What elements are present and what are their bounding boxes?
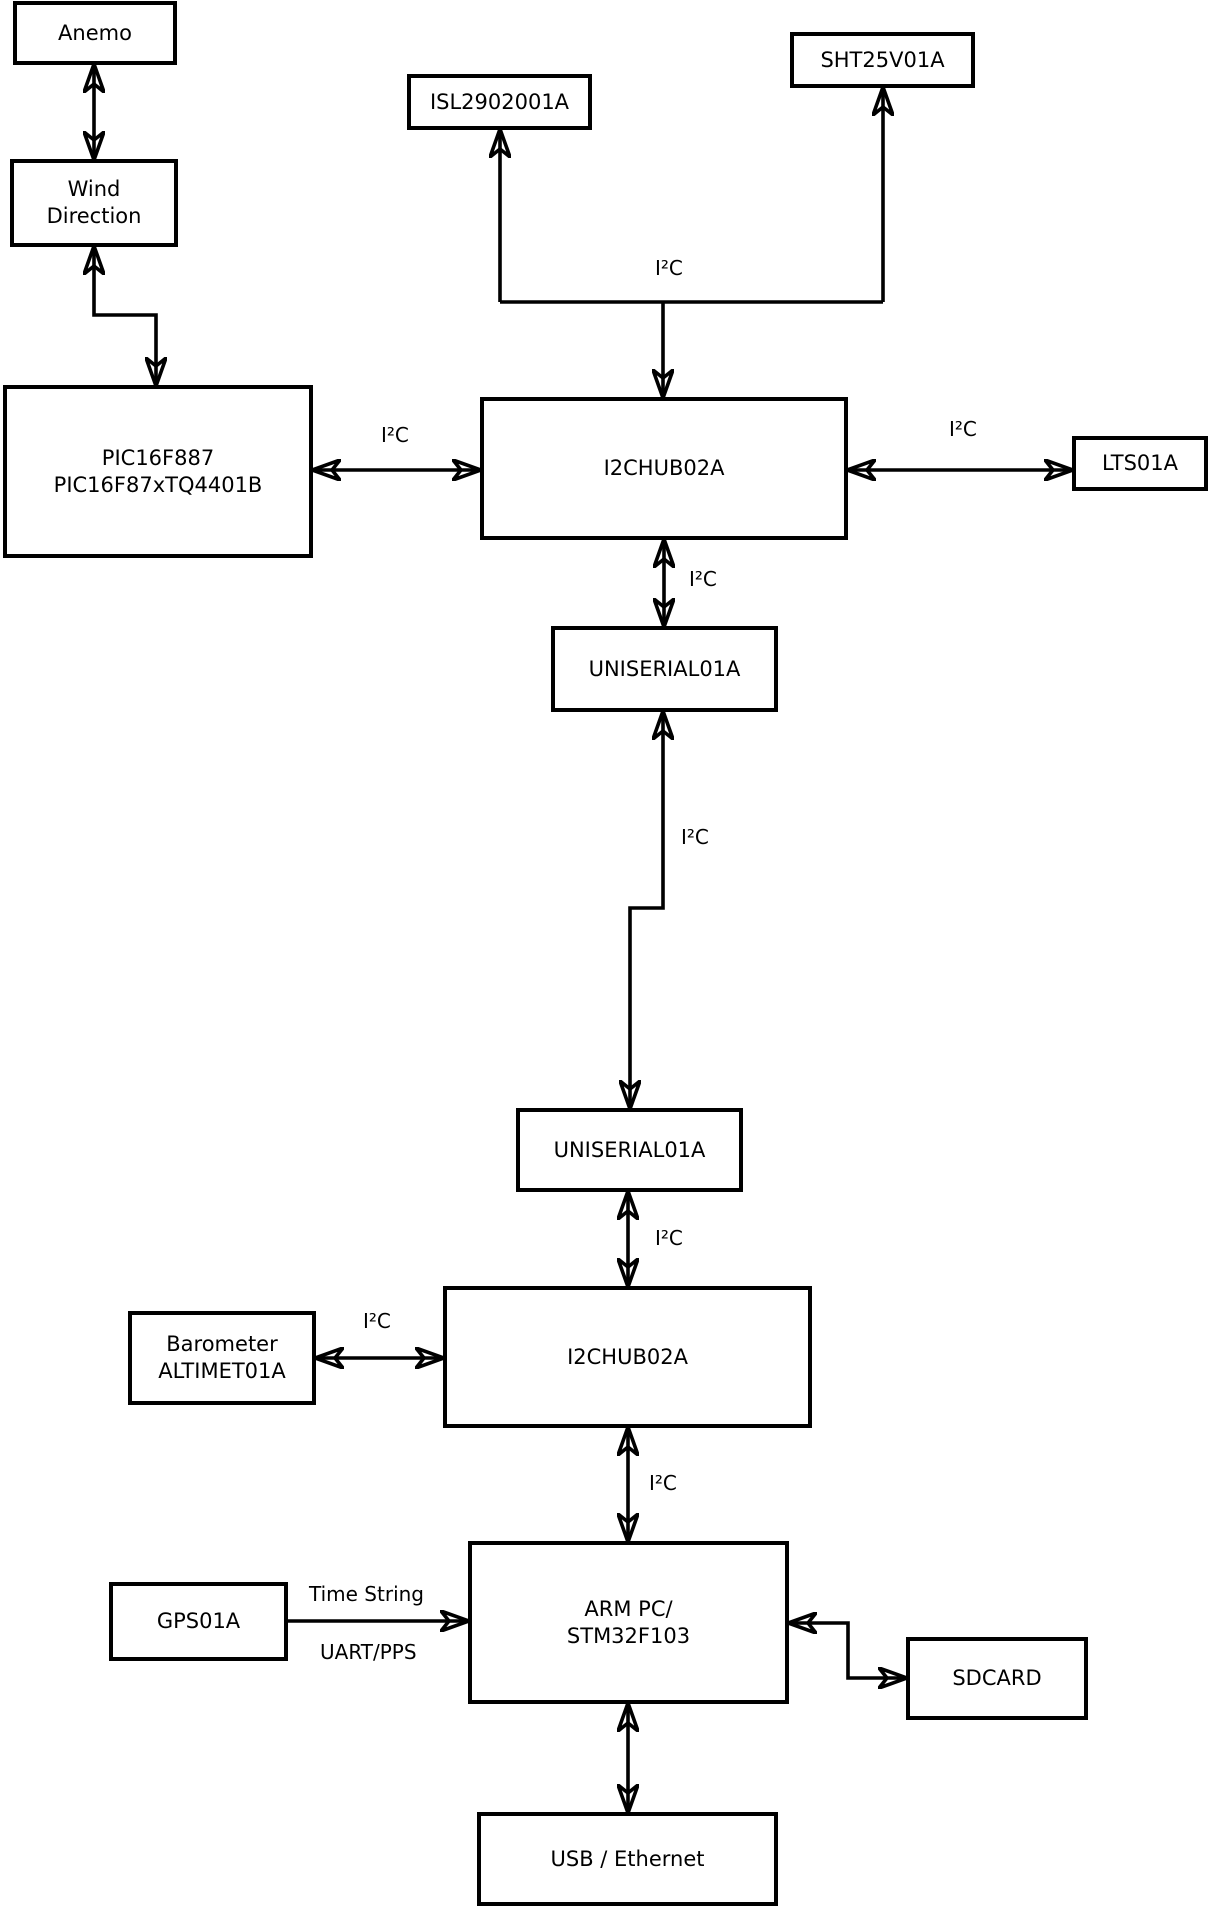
edge-uni1-uni2: [630, 712, 663, 1108]
node-uniserial01a-1: UNISERIAL01A: [551, 626, 778, 712]
label-uart-pps: UART/PPS: [320, 1640, 417, 1664]
node-usb-ethernet: USB / Ethernet: [477, 1812, 778, 1906]
label-i2c-baro-hub2: I²C: [363, 1309, 391, 1333]
label-i2c-bus-top: I²C: [655, 256, 683, 280]
node-isl2902001a: ISL2902001A: [407, 74, 592, 130]
label-i2c-uni1-uni2: I²C: [681, 825, 709, 849]
node-sdcard: SDCARD: [906, 1637, 1088, 1720]
edge-arm-sdcard: [789, 1623, 906, 1678]
label-i2c-pic-hub1: I²C: [381, 423, 409, 447]
node-arm-pc-stm32f103: ARM PC/ STM32F103: [468, 1541, 789, 1704]
label-i2c-hub1-lts: I²C: [949, 417, 977, 441]
node-pic16f887: PIC16F887 PIC16F87xTQ4401B: [3, 385, 313, 558]
label-i2c-hub1-uni1: I²C: [689, 567, 717, 591]
node-uniserial01a-2: UNISERIAL01A: [516, 1108, 743, 1192]
node-anemo: Anemo: [13, 1, 177, 65]
node-gps01a: GPS01A: [109, 1582, 288, 1661]
label-i2c-hub2-arm: I²C: [649, 1471, 677, 1495]
node-lts01a: LTS01A: [1072, 436, 1208, 491]
label-i2c-uni2-hub2: I²C: [655, 1226, 683, 1250]
node-barometer-altimet01a: Barometer ALTIMET01A: [128, 1311, 316, 1405]
edge-wind-pic: [94, 247, 156, 385]
node-i2chub02a-1: I2CHUB02A: [480, 397, 848, 540]
node-i2chub02a-2: I2CHUB02A: [443, 1286, 812, 1428]
node-sht25v01a: SHT25V01A: [790, 32, 975, 88]
label-time-string: Time String: [309, 1582, 424, 1606]
node-wind-direction: Wind Direction: [10, 159, 178, 247]
